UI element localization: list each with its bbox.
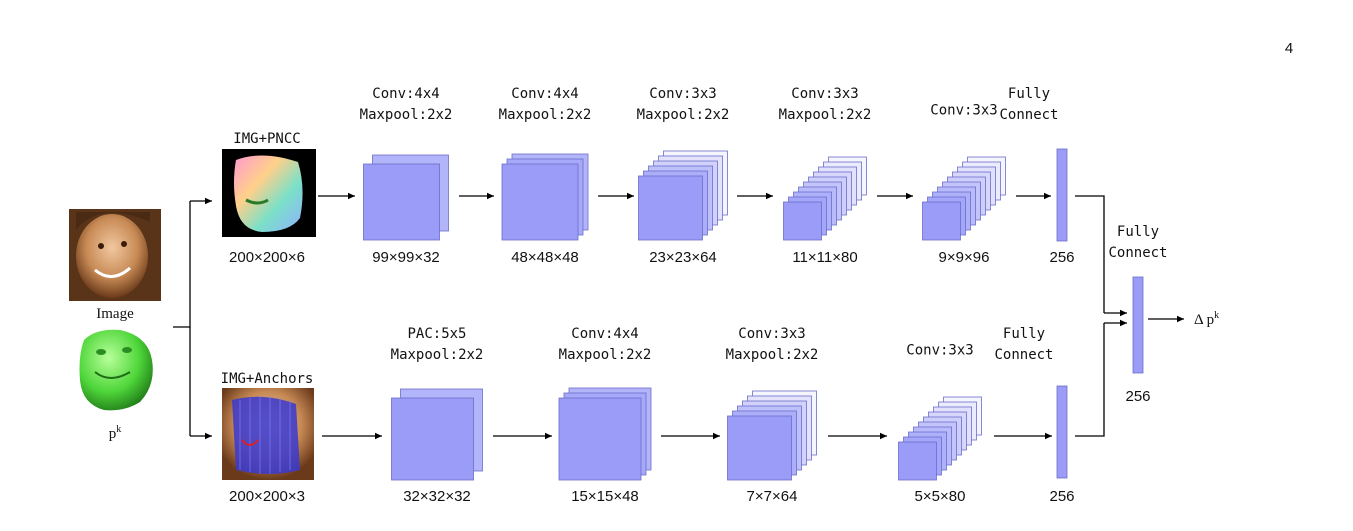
anchors-image [222,388,314,480]
face-photo [69,209,161,301]
bottom-layer-3-dims: 7×7×64 [747,488,798,505]
top-layer-2-op2: Maxpool:2x2 [499,107,592,123]
bottom-layer-4-dims: 5×5×80 [915,488,966,505]
top-layer-1-op2: Maxpool:2x2 [360,107,453,123]
bottom-fc-op2: Connect [994,347,1053,363]
bottom-fc-bar [1056,385,1068,479]
green-3d-face [79,329,153,411]
bottom-layer-1 [391,388,483,481]
top-layer-3-dims: 23×23×64 [649,249,717,266]
top-layer-2-map-1 [501,163,579,241]
top-layer-4-map-1 [783,201,822,241]
pk-label: pk [109,424,122,442]
top-input-dims: 200×200×6 [229,249,305,266]
bottom-fc-dims: 256 [1049,488,1074,505]
bottom-fc-op1: Fully [1003,326,1045,342]
bottom-layer-4-map-1 [898,441,937,481]
top-layer-3 [638,150,728,241]
top-layer-4-dims: 11×11×80 [792,249,857,266]
bottom-layer-4 [898,396,982,481]
top-layer-1-op1: Conv:4x4 [372,86,439,102]
bottom-layer-3 [727,390,817,481]
page-number: 4 [1285,40,1293,57]
merge-fc-dims: 256 [1125,388,1150,405]
top-layer-3-op2: Maxpool:2x2 [637,107,730,123]
bottom-layer-4-op1: Conv:3x3 [906,343,973,359]
top-layer-4-op1: Conv:3x3 [791,86,858,102]
bottom-layer-2-op1: Conv:4x4 [571,326,638,342]
merge-fc-op1: Fully [1117,224,1159,240]
bottom-layer-3-op2: Maxpool:2x2 [726,347,819,363]
top-layer-1-dims: 99×99×32 [372,249,440,266]
top-layer-4-op2: Maxpool:2x2 [779,107,872,123]
top-fc-dims: 256 [1049,249,1074,266]
top-layer-2 [501,153,589,241]
top-input-caption: IMG+PNCC [233,131,300,147]
bottom-layer-2-op2: Maxpool:2x2 [559,347,652,363]
top-layer-5 [922,156,1006,241]
output-label: Δ pk [1194,310,1219,328]
split-connector [173,201,191,328]
merge-top-connector [1075,195,1105,313]
bottom-layer-1-dims: 32×32×32 [403,488,471,505]
top-layer-2-op1: Conv:4x4 [511,86,578,102]
pncc-image [222,149,316,237]
merge-fc-op2: Connect [1108,245,1167,261]
top-layer-3-op1: Conv:3x3 [649,86,716,102]
bottom-layer-1-map-1 [391,397,474,481]
bottom-layer-1-op1: PAC:5x5 [407,326,466,342]
top-layer-2-dims: 48×48×48 [511,249,579,266]
top-layer-4 [783,156,867,241]
merge-fc-bar [1132,276,1144,374]
top-layer-5-dims: 9×9×96 [939,249,990,266]
merge-bottom-connector [1075,323,1105,437]
top-layer-1 [363,154,449,241]
bottom-input-caption: IMG+Anchors [221,371,314,387]
bottom-layer-1-op2: Maxpool:2x2 [391,347,484,363]
top-fc-op1: Fully [1008,86,1050,102]
top-layer-5-op1: Conv:3x3 [930,103,997,119]
top-layer-3-map-1 [638,175,703,241]
bottom-layer-2-dims: 15×15×48 [571,488,639,505]
bottom-layer-2-map-1 [558,397,642,481]
image-label: Image [96,306,134,322]
top-layer-1-map-1 [363,163,440,241]
top-fc-op2: Connect [999,107,1058,123]
bottom-layer-3-op1: Conv:3x3 [738,326,805,342]
top-fc-bar [1056,148,1068,242]
bottom-layer-3-map-1 [727,415,792,481]
top-layer-5-map-1 [922,201,961,241]
bottom-input-dims: 200×200×3 [229,488,305,505]
bottom-layer-2 [558,387,652,481]
